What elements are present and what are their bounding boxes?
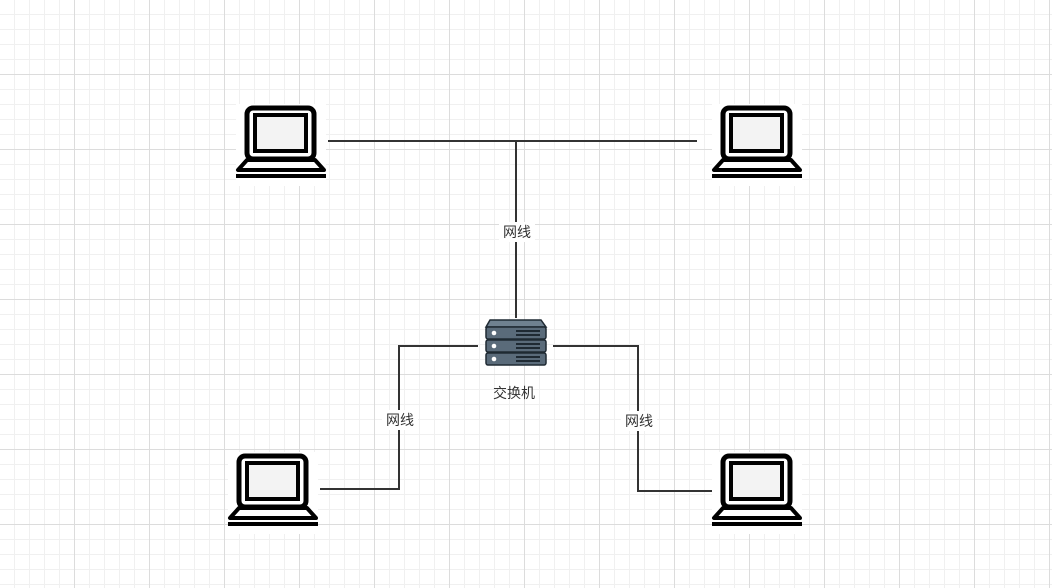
laptop-icon xyxy=(712,452,802,534)
cable-label-right: 网线 xyxy=(625,414,653,430)
cable-label-right-bg xyxy=(621,411,657,431)
cable-label-top: 网线 xyxy=(503,225,531,241)
cable-label-left-bg xyxy=(382,410,418,430)
cable-label-top-bg xyxy=(499,222,535,242)
switch-label: 交换机 xyxy=(493,385,535,402)
cable-label-left: 网线 xyxy=(386,413,414,429)
server-switch-icon xyxy=(484,319,548,366)
laptop-icon xyxy=(228,452,318,534)
laptop-icon xyxy=(236,104,326,186)
laptop-icon xyxy=(712,104,802,186)
